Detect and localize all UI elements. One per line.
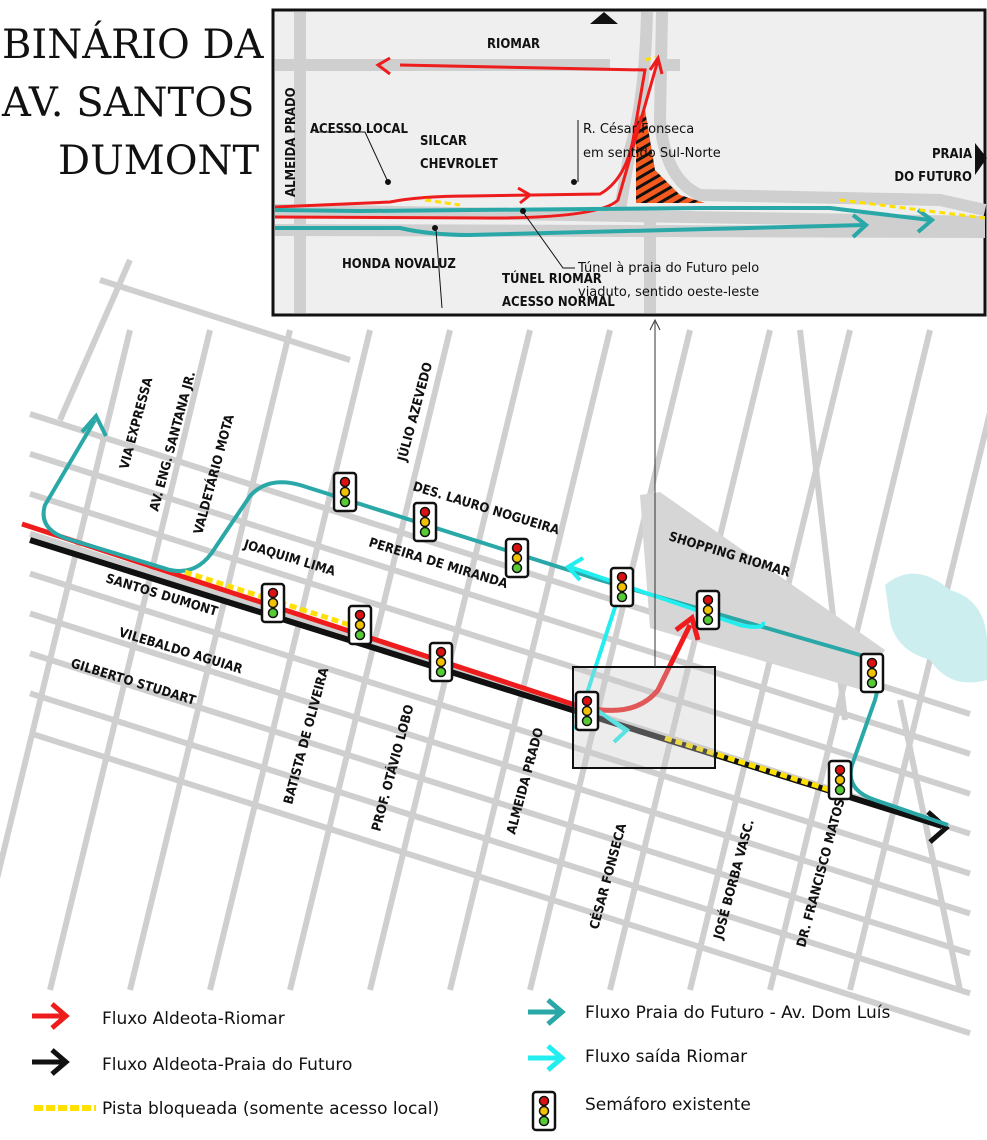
legend-label: Semáforo existente: [585, 1095, 751, 1115]
lake: [885, 573, 987, 683]
street: [207, 329, 373, 991]
traffic-light-icon: [332, 471, 358, 513]
title-line-1: BINÁRIO DA: [2, 21, 265, 68]
street: [99, 277, 351, 363]
inset-label-silcar: SILCAR: [420, 134, 467, 149]
traffic-light-icon: [531, 1090, 557, 1132]
shopping-riomar-area: [640, 492, 885, 690]
arrow-head-cyan-left: [564, 556, 585, 582]
legend-teal-arrow-icon: [528, 998, 566, 1026]
street: [447, 329, 613, 991]
traffic-light-icon: [859, 652, 885, 694]
street-label-gilberto: GILBERTO STUDART: [69, 656, 198, 708]
inset-label-tunel-2: ACESSO NORMAL: [502, 295, 615, 310]
legend: Fluxo Aldeota-Riomar Fluxo Aldeota-Praia…: [32, 998, 890, 1132]
street: [57, 258, 133, 422]
street: [29, 490, 971, 797]
street: [0, 329, 133, 879]
arrow-head: [517, 186, 533, 205]
street: [287, 329, 453, 991]
legend-label: Fluxo saída Riomar: [585, 1047, 747, 1067]
traffic-light-icon: [347, 604, 373, 646]
traffic-light-icon: [428, 641, 454, 683]
street: [527, 329, 693, 991]
legend-cyan-arrow-icon: [528, 1044, 566, 1072]
traffic-light-icon: [504, 537, 530, 579]
street: [127, 329, 293, 991]
street: [29, 451, 971, 757]
legend-label: Fluxo Aldeota-Riomar: [102, 1009, 285, 1029]
street-label-via-expressa: VIA EXPRESSA: [117, 376, 156, 471]
legend-black-arrow-icon: [32, 1048, 70, 1076]
blocked-lane: [184, 569, 831, 793]
inset-label-viaduto-2: viaduto, sentido oeste-leste: [578, 285, 759, 300]
traffic-light-icon: [412, 501, 438, 543]
arrow-head-red: [674, 613, 701, 641]
traffic-light-icon: [609, 566, 635, 608]
arrow-head-teal: [80, 412, 108, 437]
traffic-light-icon: [574, 690, 600, 732]
inset-pointer-arrow: [649, 318, 661, 331]
route-saida-riomar: [569, 565, 766, 629]
inset-label-do-futuro: DO FUTURO: [894, 170, 972, 185]
inset-teal-route-lower: [275, 223, 866, 238]
arrow-head: [648, 54, 664, 75]
legend-label: Fluxo Aldeota-Praia do Futuro: [102, 1055, 352, 1075]
inset-label-honda: HONDA NOVALUZ: [342, 257, 456, 272]
traffic-light-icon: [827, 759, 853, 801]
inset-label-almeida-prado: ALMEIDA PRADO: [284, 87, 299, 197]
praia-direction-icon: [975, 143, 987, 175]
inset-label-viaduto-1: Túnel à praia do Futuro pelo: [577, 261, 759, 276]
street: [897, 699, 963, 991]
arrow-head: [375, 56, 391, 76]
title-line-3: DUMONT: [58, 138, 260, 184]
street: [29, 610, 971, 917]
title-line-2: AV. SANTOS: [1, 80, 254, 126]
inset-label-cesar-fonseca-1: R. César Fonseca: [583, 122, 694, 137]
hatched-area: [636, 110, 705, 203]
inset-label-acesso-local: ACESSO LOCAL: [310, 122, 408, 137]
route-aldeota-praia-do-futuro: [29, 537, 943, 829]
riomar-direction-icon: [590, 12, 618, 24]
inset-red-route-tunel: [274, 59, 660, 220]
arrow-head-cyan-right: [610, 718, 631, 744]
street: [47, 329, 213, 991]
legend-red-arrow-icon: [32, 1002, 70, 1030]
traffic-light-icon: [260, 582, 286, 624]
inset-label-praia: PRAIA: [932, 147, 972, 162]
street: [29, 650, 971, 957]
inset-blocked-lane: [839, 198, 986, 220]
inset-label-chevrolet: CHEVROLET: [420, 157, 498, 172]
traffic-light-icon: [695, 589, 721, 631]
legend-label: Fluxo Praia do Futuro - Av. Dom Luís: [585, 1003, 890, 1023]
inset-blocked-lane: [424, 55, 656, 207]
street-grid: [0, 258, 987, 1037]
inset-red-route-local: [274, 63, 647, 209]
inset-label-cesar-fonseca-2: em sentido Sul-Norte: [583, 146, 721, 161]
arrow-head-black: [926, 810, 950, 844]
street-label-joaquim: JOAQUIM LIMA: [241, 537, 337, 579]
inset-teal-route-upper: [274, 206, 931, 222]
inset-label-tunel-1: TÚNEL RIOMAR: [502, 271, 602, 287]
legend-label: Pista bloqueada (somente acesso local): [102, 1099, 439, 1119]
street: [607, 329, 773, 991]
route-aldeota-riomar: [21, 521, 693, 713]
inset-label-riomar: RIOMAR: [487, 37, 540, 52]
arrow-head: [851, 208, 936, 239]
street: [29, 730, 971, 1037]
inset-detail-map: RIOMAR ALMEIDA PRADO ACESSO LOCAL SILCAR…: [271, 8, 987, 317]
street: [29, 690, 971, 997]
